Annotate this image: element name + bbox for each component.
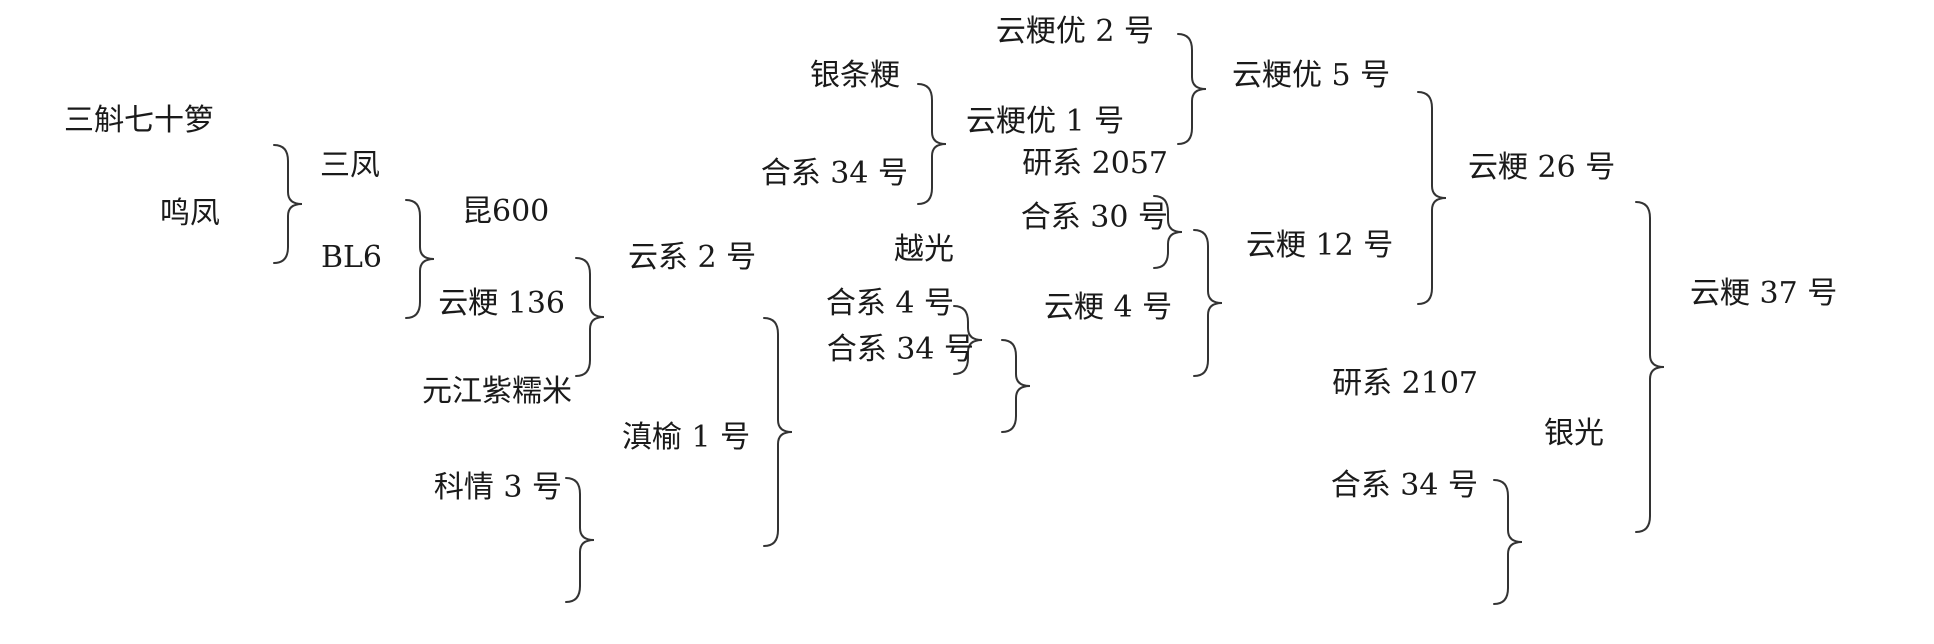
node-hexi34-a: 合系 34 号 (760, 156, 908, 191)
bracket-yungengyou1 (917, 83, 947, 205)
node-yungengyou5: 云粳优 5 号 (1232, 58, 1391, 93)
node-yungeng26: 云粳 26 号 (1468, 150, 1616, 185)
node-yungengyou1: 云粳优 1 号 (966, 104, 1125, 139)
node-yungengyou2: 云粳优 2 号 (995, 14, 1154, 49)
node-mingfeng: 鸣凤 (160, 196, 220, 231)
node-yueguang: 越光 (894, 232, 954, 267)
node-kun600: 昆600 (462, 194, 550, 229)
node-hexi34-b: 合系 34 号 (826, 332, 974, 367)
node-bl6: BL6 (320, 240, 382, 275)
node-keqing3: 科情 3 号 (433, 470, 562, 505)
bracket-yunxi2 (575, 257, 605, 377)
node-yintiaogeng: 银条粳 (810, 58, 900, 93)
bracket-yungeng37 (1635, 201, 1665, 533)
bracket-hybrid-yunxi2-dianyu1 (763, 317, 793, 547)
node-yungeng37: 云粳 37 号 (1690, 276, 1838, 311)
node-hexi30: 合系 30 号 (1020, 200, 1168, 235)
node-yungeng12: 云粳 12 号 (1246, 228, 1394, 263)
node-hexi34-c: 合系 34 号 (1330, 468, 1478, 503)
bracket-yungeng26 (1417, 91, 1447, 305)
bracket-yanxi2057-hexi30 (1153, 195, 1183, 269)
node-sanfeng: 三凤 (320, 148, 380, 183)
node-yanxi2107: 研系 2107 (1332, 366, 1478, 401)
node-yungeng136: 云粳 136 (438, 286, 565, 321)
node-sanhu: 三斛七十箩 (64, 103, 214, 138)
node-yinguang: 银光 (1544, 416, 1604, 451)
node-dianyu1: 滇榆 1 号 (622, 420, 751, 455)
node-yunxi2: 云系 2 号 (628, 240, 757, 275)
bracket-yungeng12 (1193, 229, 1223, 377)
bracket-kun600 (405, 199, 435, 319)
node-yungeng4: 云粳 4 号 (1044, 290, 1173, 325)
bracket-yungengyou5 (1177, 33, 1207, 145)
bracket-yinguang (1493, 479, 1523, 605)
bracket-yungeng4 (1001, 339, 1031, 433)
node-hexi4: 合系 4 号 (825, 286, 954, 321)
bracket-dianyu1 (565, 477, 595, 603)
bracket-sanfeng (273, 144, 303, 264)
node-yuanjiang: 元江紫糯米 (422, 374, 572, 409)
bracket-yueguang-hexi4 (953, 305, 983, 375)
node-yanxi2057: 研系 2057 (1022, 146, 1168, 181)
